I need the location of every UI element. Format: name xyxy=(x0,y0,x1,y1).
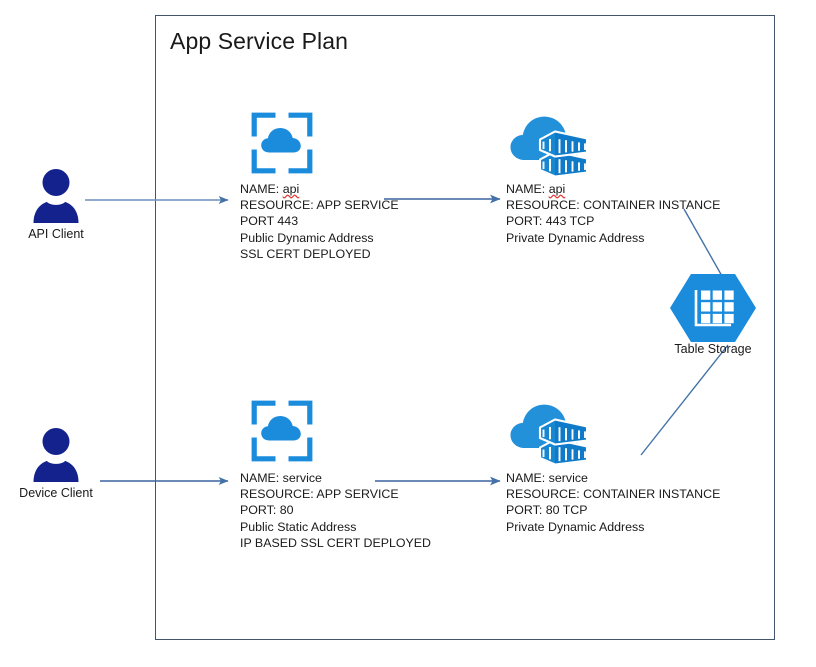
info-block-container-service: NAME: service RESOURCE: CONTAINER INSTAN… xyxy=(506,470,720,535)
info-line-port: PORT 443 xyxy=(240,214,299,229)
info-line-resource: RESOURCE: APP SERVICE xyxy=(240,487,399,502)
person-icon xyxy=(33,428,79,482)
container-instance-icon xyxy=(510,116,589,178)
info-line-address: Public Dynamic Address xyxy=(240,230,374,245)
info-line-address: Private Dynamic Address xyxy=(506,230,645,245)
info-line-resource: RESOURCE: APP SERVICE xyxy=(240,198,399,213)
app-service-icon xyxy=(251,112,313,174)
actor-device-client: Device Client xyxy=(11,426,101,500)
info-line-port: PORT: 443 TCP xyxy=(506,214,595,229)
info-block-app-service-service: NAME: service RESOURCE: APP SERVICE PORT… xyxy=(240,470,431,551)
info-line-cert: SSL CERT DEPLOYED xyxy=(240,246,371,261)
info-line-address: Public Static Address xyxy=(240,519,357,534)
app-service-plan-boundary xyxy=(155,15,775,640)
info-line-cert: IP BASED SSL CERT DEPLOYED xyxy=(240,535,431,550)
actor-label-device-client: Device Client xyxy=(19,486,93,500)
container-instance-icon xyxy=(510,404,589,466)
person-icon xyxy=(33,169,79,223)
info-line-resource: RESOURCE: CONTAINER INSTANCE xyxy=(506,487,721,502)
info-line-resource: RESOURCE: CONTAINER INSTANCE xyxy=(506,198,721,213)
info-line-name: NAME: service xyxy=(506,471,588,485)
table-storage-label: Table Storage xyxy=(674,342,752,356)
info-line-name: NAME: service xyxy=(240,471,322,485)
app-service-icon xyxy=(251,400,313,462)
info-line-name: NAME: api xyxy=(240,182,300,196)
table-storage-icon xyxy=(670,274,756,342)
info-line-port: PORT: 80 xyxy=(240,503,294,518)
info-line-name: NAME: api xyxy=(506,182,566,196)
info-block-container-api: NAME: api RESOURCE: CONTAINER INSTANCE P… xyxy=(506,181,720,246)
info-line-address: Private Dynamic Address xyxy=(506,519,645,534)
app-service-plan-title: App Service Plan xyxy=(170,28,349,54)
actor-api-client: API Client xyxy=(11,167,101,241)
info-block-app-service-api: NAME: api RESOURCE: APP SERVICE PORT 443… xyxy=(240,181,399,262)
info-line-port: PORT: 80 TCP xyxy=(506,503,588,518)
actor-label-api-client: API Client xyxy=(28,227,84,241)
